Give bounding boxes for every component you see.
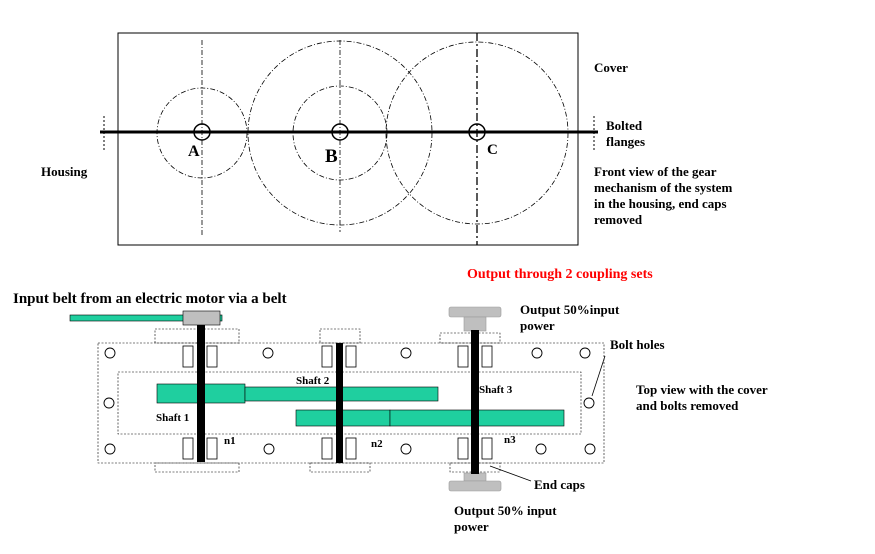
bearing-bottom-3b [481, 437, 493, 460]
bolt-hole [579, 347, 591, 359]
bearing-top-2b [345, 345, 357, 368]
cover-label: Cover [594, 60, 628, 75]
boss-top-2 [319, 328, 361, 344]
boss-bottom-1 [154, 462, 240, 473]
bolt-hole [531, 347, 543, 359]
bearing-bottom-1a [182, 437, 194, 460]
coupling-bottom-hub [463, 472, 487, 482]
output-top-label: Output 50%input power [520, 302, 620, 333]
coupling-bottom-flange [448, 480, 502, 492]
top-view: Shaft 1 Shaft 2 Shaft 3 n1 n2 n3 [69, 306, 606, 492]
gear-label-b: B [325, 146, 338, 167]
bolt-hole [400, 347, 412, 359]
housing-inner [117, 371, 582, 435]
shaft-bore-a [193, 123, 211, 141]
gear-label-a: A [188, 143, 200, 160]
bolt-holes-label: Bolt holes [610, 337, 665, 352]
gear-label-c: C [487, 142, 498, 158]
end-caps-label: End caps [534, 477, 585, 492]
end-caps-leader [489, 465, 532, 482]
boss-bottom-2 [309, 462, 371, 473]
bolt-hole [400, 443, 412, 455]
front-view: A B C [100, 32, 598, 246]
bearing-bottom-1b [206, 437, 218, 460]
bearing-bottom-2a [321, 437, 333, 460]
bearing-top-3b [481, 345, 493, 368]
coupling-top-flange [448, 306, 502, 318]
cover-outline [117, 32, 579, 246]
bearing-top-1a [182, 345, 194, 368]
shaft-1-label: Shaft 1 [156, 412, 189, 424]
shaft-2 [336, 343, 343, 463]
shaft-2-label: Shaft 2 [296, 375, 330, 387]
bolt-hole [104, 347, 116, 359]
housing-label: Housing [41, 164, 88, 179]
front-view-caption: Front view of the gear mechanism of the … [594, 164, 733, 227]
bolt-hole [535, 443, 547, 455]
speed-n2-label: n2 [371, 438, 383, 450]
speed-n3-label: n3 [504, 434, 516, 446]
shaft-bore-c [468, 123, 486, 141]
bearing-top-1b [206, 345, 218, 368]
input-belt-label: Input belt from an electric motor via a … [13, 291, 287, 307]
speed-n1-label: n1 [224, 435, 236, 447]
shaft-1 [197, 325, 205, 462]
bearing-top-3a [457, 345, 469, 368]
shaft-bore-b [331, 123, 349, 141]
output-bottom-label: Output 50% input power [454, 503, 557, 534]
bolt-hole [584, 443, 596, 455]
coupling-top-hub [463, 316, 487, 332]
bearing-top-2a [321, 345, 333, 368]
bolted-flanges-label: Bolted flanges [606, 118, 645, 149]
top-view-caption: Top view with the cover and bolts remove… [636, 382, 768, 413]
bolt-hole [263, 443, 275, 455]
bolt-hole [104, 443, 116, 455]
bearing-bottom-3a [457, 437, 469, 460]
bolt-hole [583, 397, 595, 409]
input-belt [69, 314, 223, 322]
boss-top-3 [439, 332, 501, 344]
input-pulley [182, 310, 221, 326]
shaft-3 [471, 330, 479, 474]
shaft-3-label: Shaft 3 [479, 384, 513, 396]
bolt-holes-leader [591, 355, 606, 397]
output-coupling-title: Output through 2 coupling sets [467, 267, 653, 282]
bolt-hole [262, 347, 274, 359]
bearing-bottom-2b [345, 437, 357, 460]
bolt-hole [103, 397, 115, 409]
